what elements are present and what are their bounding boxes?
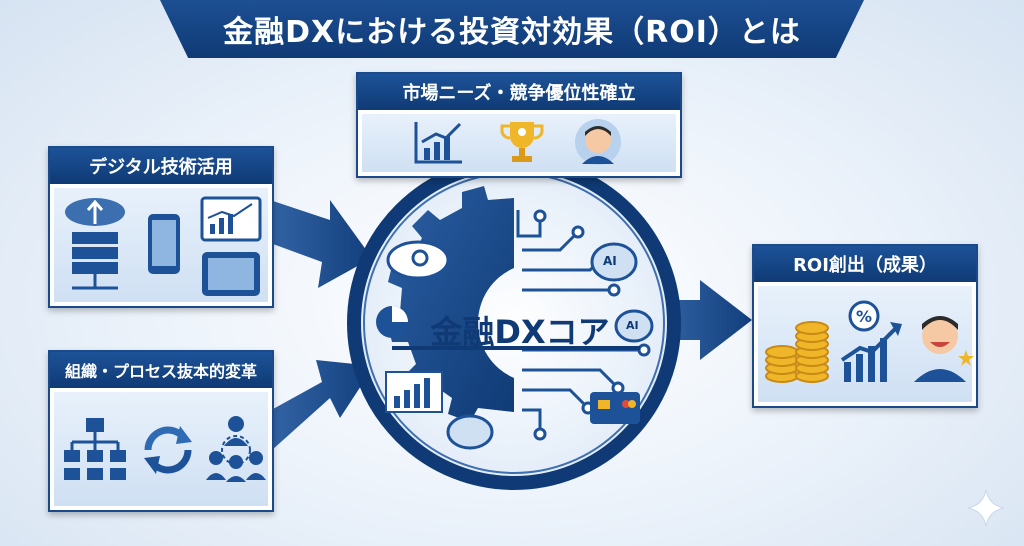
panel-header: 組織・プロセス抜本的変革 [50,352,272,388]
smartphone-icon [148,214,180,274]
credit-card-icon [590,392,640,424]
happy-face-icon [914,316,974,382]
growth-chart-icon [414,122,462,164]
cycle-arrows-icon [144,426,192,474]
ai-badge: AI [626,319,639,332]
panel-header: 市場ニーズ・競争優位性確立 [358,74,680,110]
bar-chart-icon [385,371,443,413]
pie-chart-icon [376,306,408,338]
org-chart-icon [64,418,126,480]
panel-header: デジタル技術活用 [50,148,272,184]
panel-market-needs: 市場ニーズ・競争優位性確立 [356,72,682,178]
arrow-left-bottom [264,360,374,450]
brain-icon [446,242,654,450]
panel-org-reform: 組織・プロセス抜本的変革 [48,350,274,512]
svg-text:%: % [856,307,872,326]
panel-digital-tech: デジタル技術活用 [48,146,274,308]
ai-badge: AI [603,254,617,268]
customer-face-icon [575,119,621,165]
title-banner: 金融DXにおける投資対効果（ROI）とは [160,0,864,58]
panel-roi-result: ROI創出（成果） % [752,244,978,408]
sparkle-icon [967,489,1005,527]
gear-half [386,186,514,422]
arrow-left-top [262,200,372,288]
monitor-chart-icon [200,196,262,242]
team-icon [206,416,266,482]
cloud-gear-icon [386,240,450,280]
cloud-server-icon [65,198,125,290]
page-title: 金融DXにおける投資対効果（ROI）とは [223,15,801,50]
percent-growth-icon: % [840,300,902,382]
coin-stacks-icon [765,321,829,383]
trophy-icon [500,122,544,162]
core-label: 金融DXコア [430,313,610,351]
panel-header: ROI創出（成果） [754,246,976,282]
tablet-icon [202,252,260,296]
